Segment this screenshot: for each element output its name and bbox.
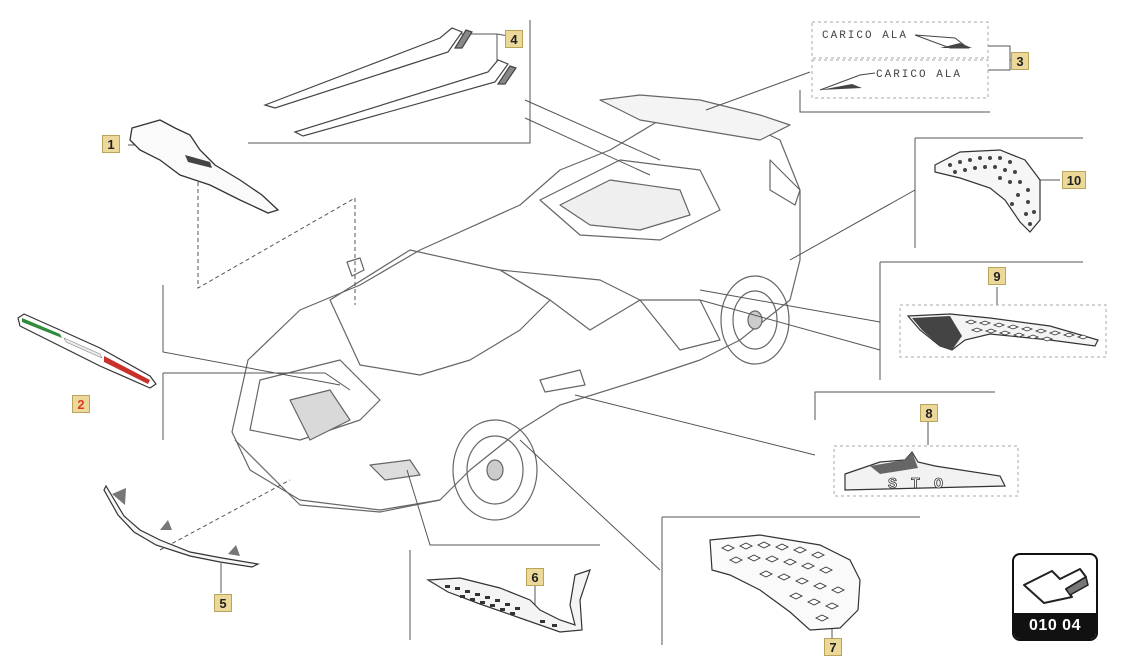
callout-9: 9 <box>988 267 1006 285</box>
part-10-mesh-pattern <box>948 156 1036 226</box>
part-5-splitter-decal <box>103 484 260 568</box>
carico-ala-label-bottom: CARICO ALA <box>876 69 962 81</box>
part-2-italian-flag-stripe <box>17 313 157 389</box>
callout-2: 2 <box>72 395 90 413</box>
part-6-mesh-decal <box>426 569 591 633</box>
part-10-mesh-decal <box>934 149 1041 233</box>
leader-lines <box>128 20 1083 645</box>
part-9-side-stripe <box>899 304 1107 358</box>
part-8-sto-badge: STO <box>833 445 1019 497</box>
part-7-mesh-pattern <box>720 541 846 622</box>
callout-10: 10 <box>1062 171 1086 189</box>
page-reference-button[interactable]: 010 04 <box>1012 553 1098 641</box>
part-7-mesh-decal <box>709 534 861 631</box>
sto-badge-label: STO <box>888 476 957 493</box>
arrow-icon <box>1023 568 1089 604</box>
carico-ala-label-top: CARICO ALA <box>822 30 908 42</box>
car-illustration <box>231 94 801 521</box>
callout-8: 8 <box>920 404 938 422</box>
callout-5: 5 <box>214 594 232 612</box>
page-reference-code: 010 04 <box>1014 613 1096 639</box>
callout-4: 4 <box>505 30 523 48</box>
part-9-mesh-pattern <box>964 319 1090 342</box>
part-3-carico-ala-decals: CARICO ALA CARICO ALA <box>811 21 989 99</box>
part-4-stripes <box>263 27 517 137</box>
callout-3: 3 <box>1011 52 1029 70</box>
part-6-mesh-pattern <box>445 585 557 627</box>
callout-7: 7 <box>824 638 842 656</box>
part-1-decal <box>129 119 280 214</box>
callout-1: 1 <box>102 135 120 153</box>
callout-6: 6 <box>526 568 544 586</box>
